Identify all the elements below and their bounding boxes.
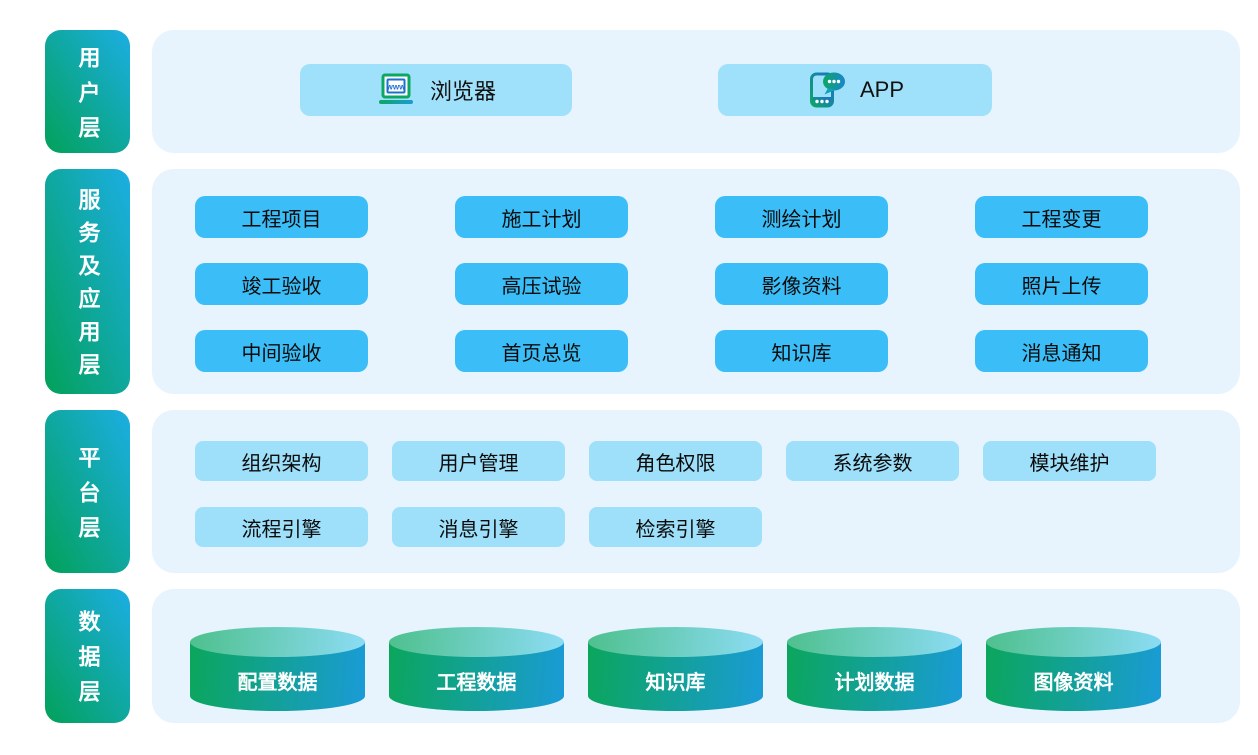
node-label: 流程引擎 xyxy=(241,518,322,541)
node-label: 组织架构 xyxy=(241,452,322,475)
layer-label-text: 用户层 xyxy=(75,45,101,151)
node-label: APP xyxy=(859,77,905,102)
node-label: 消息引擎 xyxy=(438,518,519,541)
database-cylinder: 工程数据 xyxy=(389,627,564,711)
node-service: 竣工验收 xyxy=(195,263,368,305)
node-platform: 用户管理 xyxy=(392,441,565,481)
layer-label-text: 服务及应用层 xyxy=(75,188,101,386)
node-platform: 模块维护 xyxy=(983,441,1156,481)
node-label: 模块维护 xyxy=(1029,452,1110,475)
database-cylinder: 配置数据 xyxy=(190,627,365,711)
node-service: 工程项目 xyxy=(195,196,368,238)
node-label: 工程项目 xyxy=(241,208,322,231)
node-label: 测绘计划 xyxy=(761,208,842,231)
layer-label-service: 服务及应用层 xyxy=(45,169,130,394)
node-label: 图像资料 xyxy=(1033,672,1114,694)
node-service: 测绘计划 xyxy=(715,196,888,238)
layer-platform: 平台层 组织架构 用户管理 角色权限 系统参数 模块维护 流程引擎 消息引擎 检… xyxy=(45,410,1258,573)
node-browser: www 浏览器 xyxy=(300,64,572,116)
node-service: 消息通知 xyxy=(975,330,1148,372)
node-service: 施工计划 xyxy=(455,196,628,238)
service-layer-panel: 工程项目 施工计划 测绘计划 工程变更 竣工验收 高压试验 影像资料 照片上传 … xyxy=(152,169,1240,394)
node-label: 首页总览 xyxy=(501,342,582,365)
node-label: 知识库 xyxy=(645,672,706,694)
node-platform: 流程引擎 xyxy=(195,507,368,547)
cylinder-top xyxy=(588,627,763,657)
layer-label-platform: 平台层 xyxy=(45,410,130,573)
app-icon xyxy=(809,72,845,108)
cylinder-top xyxy=(986,627,1161,657)
layer-service: 服务及应用层 工程项目 施工计划 测绘计划 工程变更 竣工验收 高压试验 影像资… xyxy=(45,169,1258,394)
node-label: 施工计划 xyxy=(501,208,582,231)
node-label: 浏览器 xyxy=(429,79,496,104)
node-label: 知识库 xyxy=(771,342,832,365)
data-layer-panel: 配置数据 工程数据 知识库 计划数据 xyxy=(152,589,1240,723)
node-service: 知识库 xyxy=(715,330,888,372)
node-label: 工程变更 xyxy=(1021,208,1102,231)
layer-label-text: 平台层 xyxy=(75,445,101,551)
node-service: 高压试验 xyxy=(455,263,628,305)
node-service: 影像资料 xyxy=(715,263,888,305)
browser-icon: www xyxy=(378,73,413,104)
layer-label-text: 数据层 xyxy=(75,610,101,715)
svg-text:www: www xyxy=(386,83,406,92)
layer-label-user: 用户层 xyxy=(45,30,130,153)
node-app: APP xyxy=(718,64,992,116)
node-service: 中间验收 xyxy=(195,330,368,372)
user-layer-panel: www 浏览器 xyxy=(152,30,1240,153)
layer-user: 用户层 www 浏览器 xyxy=(45,30,1258,153)
platform-layer-panel: 组织架构 用户管理 角色权限 系统参数 模块维护 流程引擎 消息引擎 检索引擎 xyxy=(152,410,1240,573)
cylinder-top xyxy=(190,627,365,657)
node-label: 消息通知 xyxy=(1021,342,1102,365)
database-cylinder: 图像资料 xyxy=(986,627,1161,711)
node-label: 系统参数 xyxy=(832,452,913,475)
database-cylinder: 计划数据 xyxy=(787,627,962,711)
node-label: 用户管理 xyxy=(438,452,519,475)
node-label: 照片上传 xyxy=(1021,275,1102,298)
node-label: 工程数据 xyxy=(436,672,517,694)
cylinder-top xyxy=(787,627,962,657)
node-service: 工程变更 xyxy=(975,196,1148,238)
node-label: 中间验收 xyxy=(241,342,322,365)
database-cylinder: 知识库 xyxy=(588,627,763,711)
node-label: 角色权限 xyxy=(635,452,716,475)
layer-data: 数据层 配置数据 工程数据 知识库 xyxy=(45,589,1258,723)
node-label: 计划数据 xyxy=(834,672,915,694)
node-platform: 消息引擎 xyxy=(392,507,565,547)
node-service: 照片上传 xyxy=(975,263,1148,305)
node-label: 检索引擎 xyxy=(635,518,716,541)
cylinder-top xyxy=(389,627,564,657)
node-label: 竣工验收 xyxy=(241,275,322,298)
node-platform: 检索引擎 xyxy=(589,507,762,547)
node-platform: 角色权限 xyxy=(589,441,762,481)
node-platform: 组织架构 xyxy=(195,441,368,481)
layer-label-data: 数据层 xyxy=(45,589,130,723)
node-platform: 系统参数 xyxy=(786,441,959,481)
node-label: 高压试验 xyxy=(501,275,582,298)
node-label: 影像资料 xyxy=(761,275,842,298)
node-service: 首页总览 xyxy=(455,330,628,372)
node-label: 配置数据 xyxy=(237,672,318,694)
